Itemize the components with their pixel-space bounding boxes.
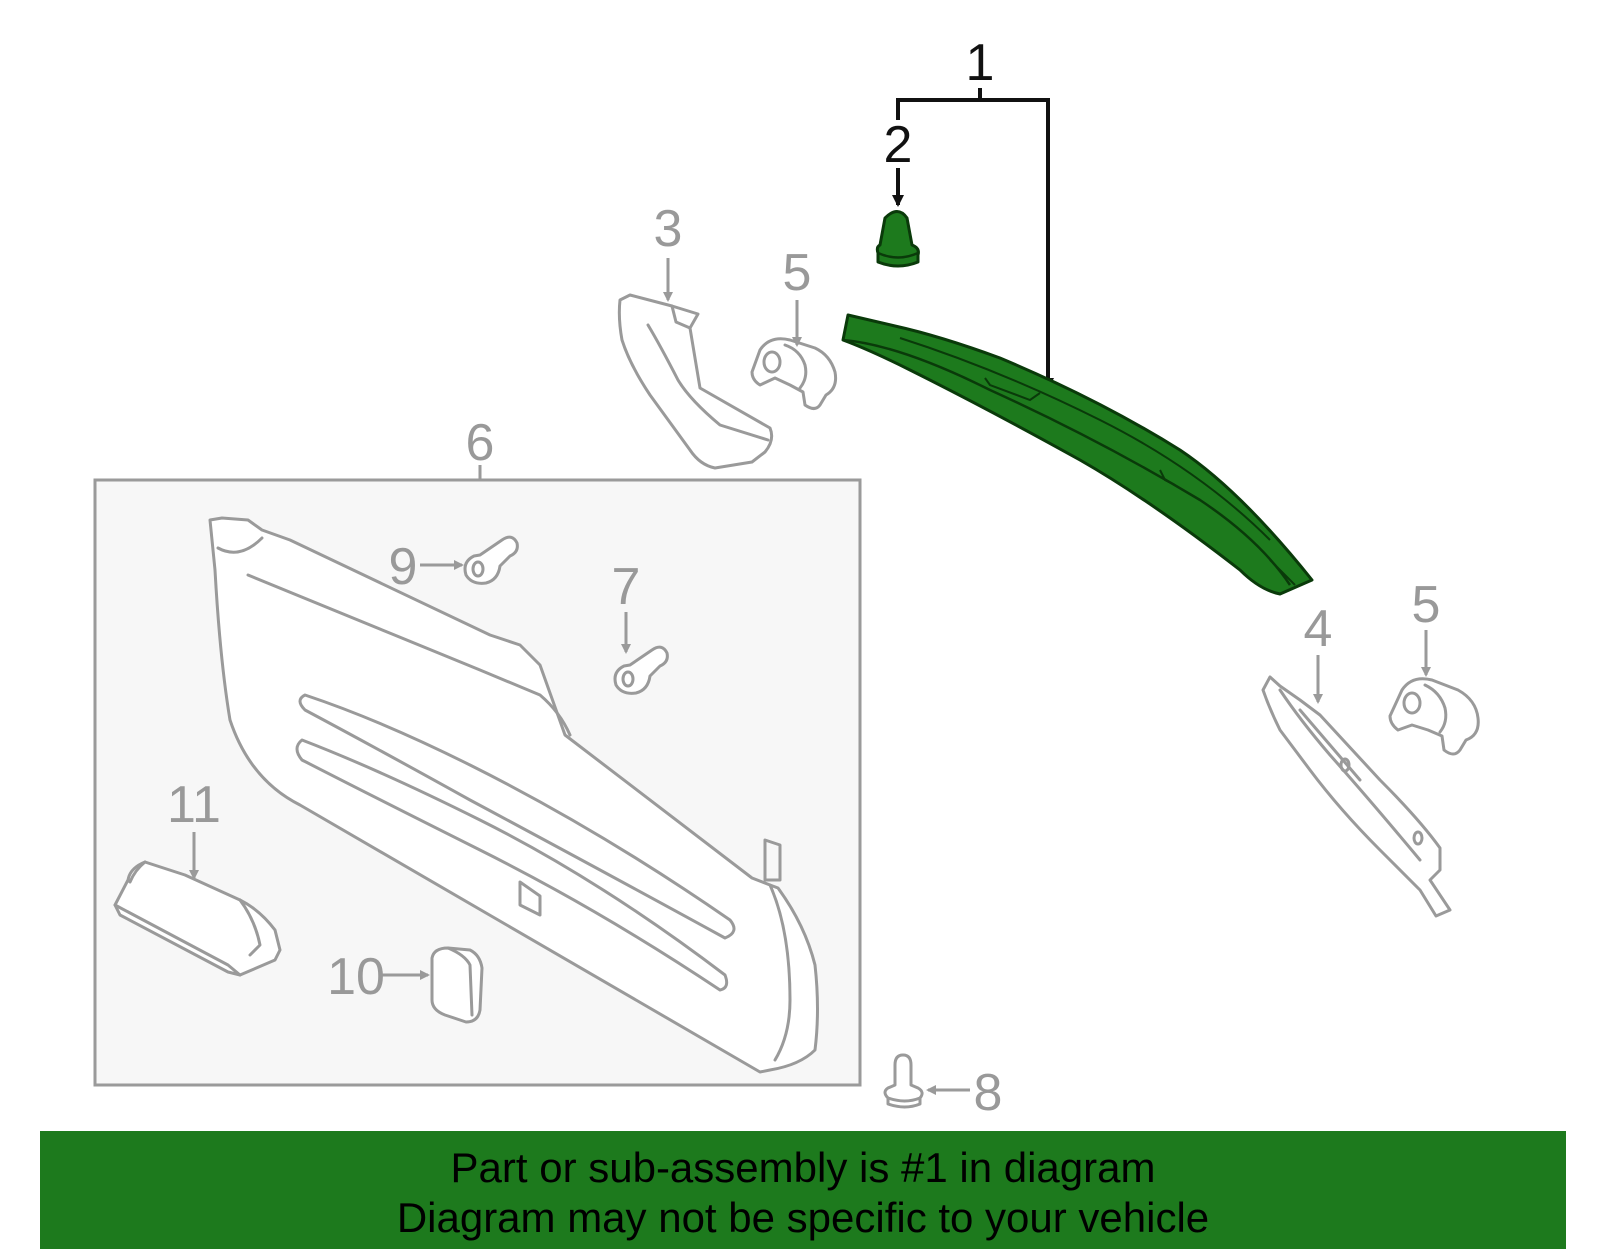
callout-10: 10 bbox=[327, 948, 385, 1006]
part-2-clip[interactable] bbox=[875, 210, 920, 268]
callout-11: 11 bbox=[167, 776, 221, 834]
banner-line-1: Part or sub-assembly is #1 in diagram bbox=[450, 1144, 1156, 1191]
callout-5-right: 5 bbox=[1412, 576, 1441, 634]
callout-4: 4 bbox=[1304, 600, 1333, 658]
part-4-trim[interactable] bbox=[1261, 675, 1452, 918]
info-banner: Part or sub-assembly is #1 in diagram Di… bbox=[40, 1131, 1566, 1249]
callout-1: 1 bbox=[966, 34, 995, 92]
part-8-bolt[interactable] bbox=[883, 1053, 924, 1109]
callout-7: 7 bbox=[612, 558, 641, 616]
part-9-push-clip[interactable] bbox=[463, 535, 519, 585]
callout-2: 2 bbox=[884, 116, 913, 174]
part-7-push-clip[interactable] bbox=[613, 645, 669, 695]
banner-line-2: Diagram may not be specific to your vehi… bbox=[396, 1194, 1210, 1241]
callout-9: 9 bbox=[389, 538, 418, 596]
part-1-trim-panel[interactable] bbox=[841, 313, 1314, 596]
part-11-cover[interactable] bbox=[113, 860, 282, 977]
part-6-trim-panel[interactable] bbox=[208, 516, 819, 1074]
part-1-leader bbox=[892, 88, 1054, 390]
part-10-cap[interactable] bbox=[430, 946, 484, 1024]
callout-5-left: 5 bbox=[783, 244, 812, 302]
callout-8: 8 bbox=[974, 1064, 1003, 1122]
callout-6: 6 bbox=[466, 414, 495, 472]
callout-3: 3 bbox=[654, 200, 683, 258]
part-5-clip-right[interactable] bbox=[1388, 677, 1480, 756]
part-3-trim[interactable] bbox=[617, 293, 774, 470]
part-5-clip-left[interactable] bbox=[750, 337, 838, 410]
